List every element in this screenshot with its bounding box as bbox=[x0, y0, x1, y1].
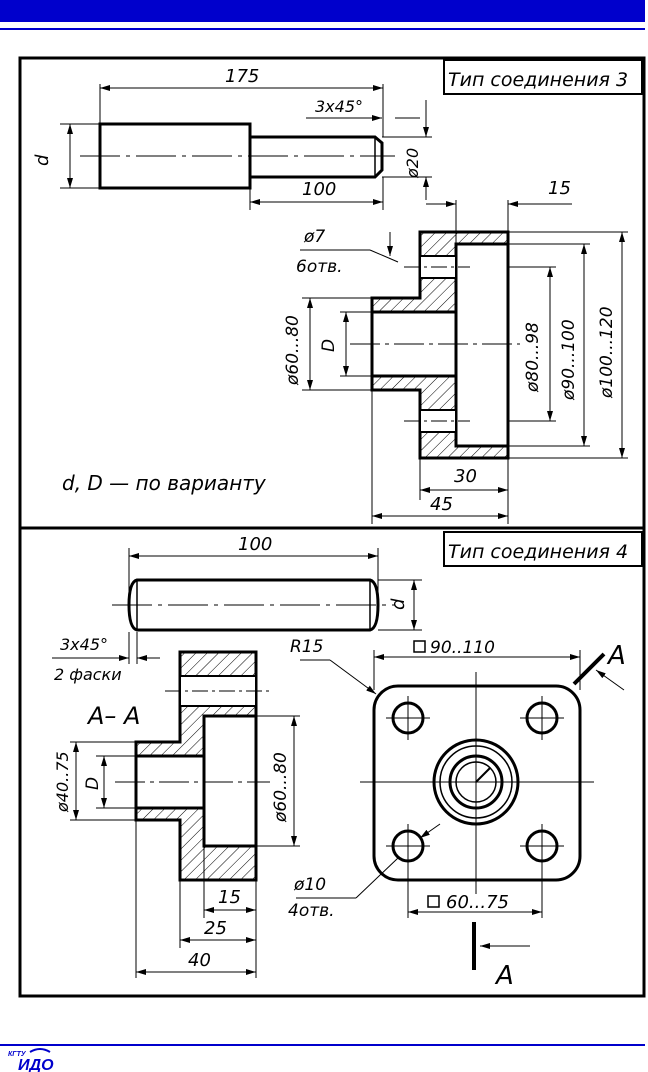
square-flange bbox=[360, 672, 594, 894]
logo-swoosh bbox=[29, 1048, 51, 1053]
cut-plane-A-bottom bbox=[472, 922, 530, 970]
holes-6: 6отв. bbox=[296, 257, 343, 277]
holes-4: 4отв. bbox=[288, 901, 335, 921]
dim-3x45: 3x45° bbox=[315, 97, 363, 116]
label-D-section: D bbox=[83, 777, 103, 790]
dim-sq90-110: 90..110 bbox=[430, 638, 495, 658]
dim-R15: R15 bbox=[290, 637, 323, 657]
header-rule bbox=[0, 28, 645, 30]
dim-3x45-pin: 3x45° bbox=[60, 635, 108, 654]
dim-100: 100 bbox=[302, 179, 336, 200]
title-box-3 bbox=[443, 59, 643, 95]
footer-rule bbox=[0, 1044, 645, 1046]
flange-3-dims bbox=[300, 200, 628, 524]
label-d: d bbox=[32, 154, 53, 166]
label-d-pin: d bbox=[388, 598, 409, 610]
flange-3 bbox=[350, 230, 520, 460]
dim-15: 15 bbox=[548, 178, 571, 199]
section-AA bbox=[115, 650, 270, 882]
square-symbol-bottom bbox=[427, 895, 440, 908]
section-AA-label: A– A bbox=[86, 702, 140, 730]
dim-phi60-80: ø60...80 bbox=[283, 315, 303, 386]
title-box-4 bbox=[443, 531, 643, 567]
dim-phi90-100: ø90...100 bbox=[559, 319, 579, 401]
dim-phi20: ø20 bbox=[403, 148, 422, 179]
shaft-3 bbox=[80, 122, 395, 190]
shaft-3-dims bbox=[60, 84, 432, 210]
dim-30: 30 bbox=[454, 466, 477, 487]
dim-100-pin: 100 bbox=[238, 534, 272, 555]
label-A-top: A bbox=[606, 641, 626, 671]
chamfers-2: 2 фаски bbox=[54, 665, 122, 684]
panel-3: Тип соединения 3 175 bbox=[32, 59, 643, 524]
square-flange-dims bbox=[296, 650, 581, 918]
pin-4 bbox=[112, 578, 395, 632]
dim-phi40-75: ø40..75 bbox=[53, 751, 72, 813]
panel-4: Тип соединения 4 100 d 3x45° 2 фаски bbox=[52, 531, 643, 991]
variant-note: d, D — по варианту bbox=[62, 471, 267, 495]
section-AA-dims bbox=[70, 715, 300, 978]
label-D: D bbox=[319, 339, 339, 352]
dim-phi60-80-section: ø60...80 bbox=[271, 752, 291, 823]
pin-4-dims bbox=[52, 548, 422, 664]
logo-text: ИДО bbox=[18, 1057, 54, 1072]
dim-phi7: ø7 bbox=[303, 227, 325, 247]
cut-plane-A-top bbox=[572, 652, 625, 691]
dim-25-section: 25 bbox=[204, 918, 227, 939]
dim-40-section: 40 bbox=[188, 950, 211, 971]
dim-phi80-98: ø80...98 bbox=[523, 322, 543, 393]
title-4: Тип соединения 4 bbox=[448, 541, 628, 563]
dim-175: 175 bbox=[225, 66, 259, 87]
dim-15-section: 15 bbox=[218, 887, 241, 908]
dim-45: 45 bbox=[430, 494, 453, 515]
dim-sq60-75: 60...75 bbox=[446, 892, 509, 913]
title-3: Тип соединения 3 bbox=[448, 69, 628, 91]
header-bar bbox=[0, 0, 645, 22]
dim-phi10: ø10 bbox=[293, 875, 326, 895]
label-A-bottom: A bbox=[494, 961, 514, 991]
dim-phi100-120: ø100...120 bbox=[597, 306, 617, 399]
footer-logo: КГТУ ИДО bbox=[8, 1048, 54, 1072]
logo-small-text: КГТУ bbox=[8, 1051, 27, 1058]
square-symbol-top bbox=[413, 640, 426, 653]
